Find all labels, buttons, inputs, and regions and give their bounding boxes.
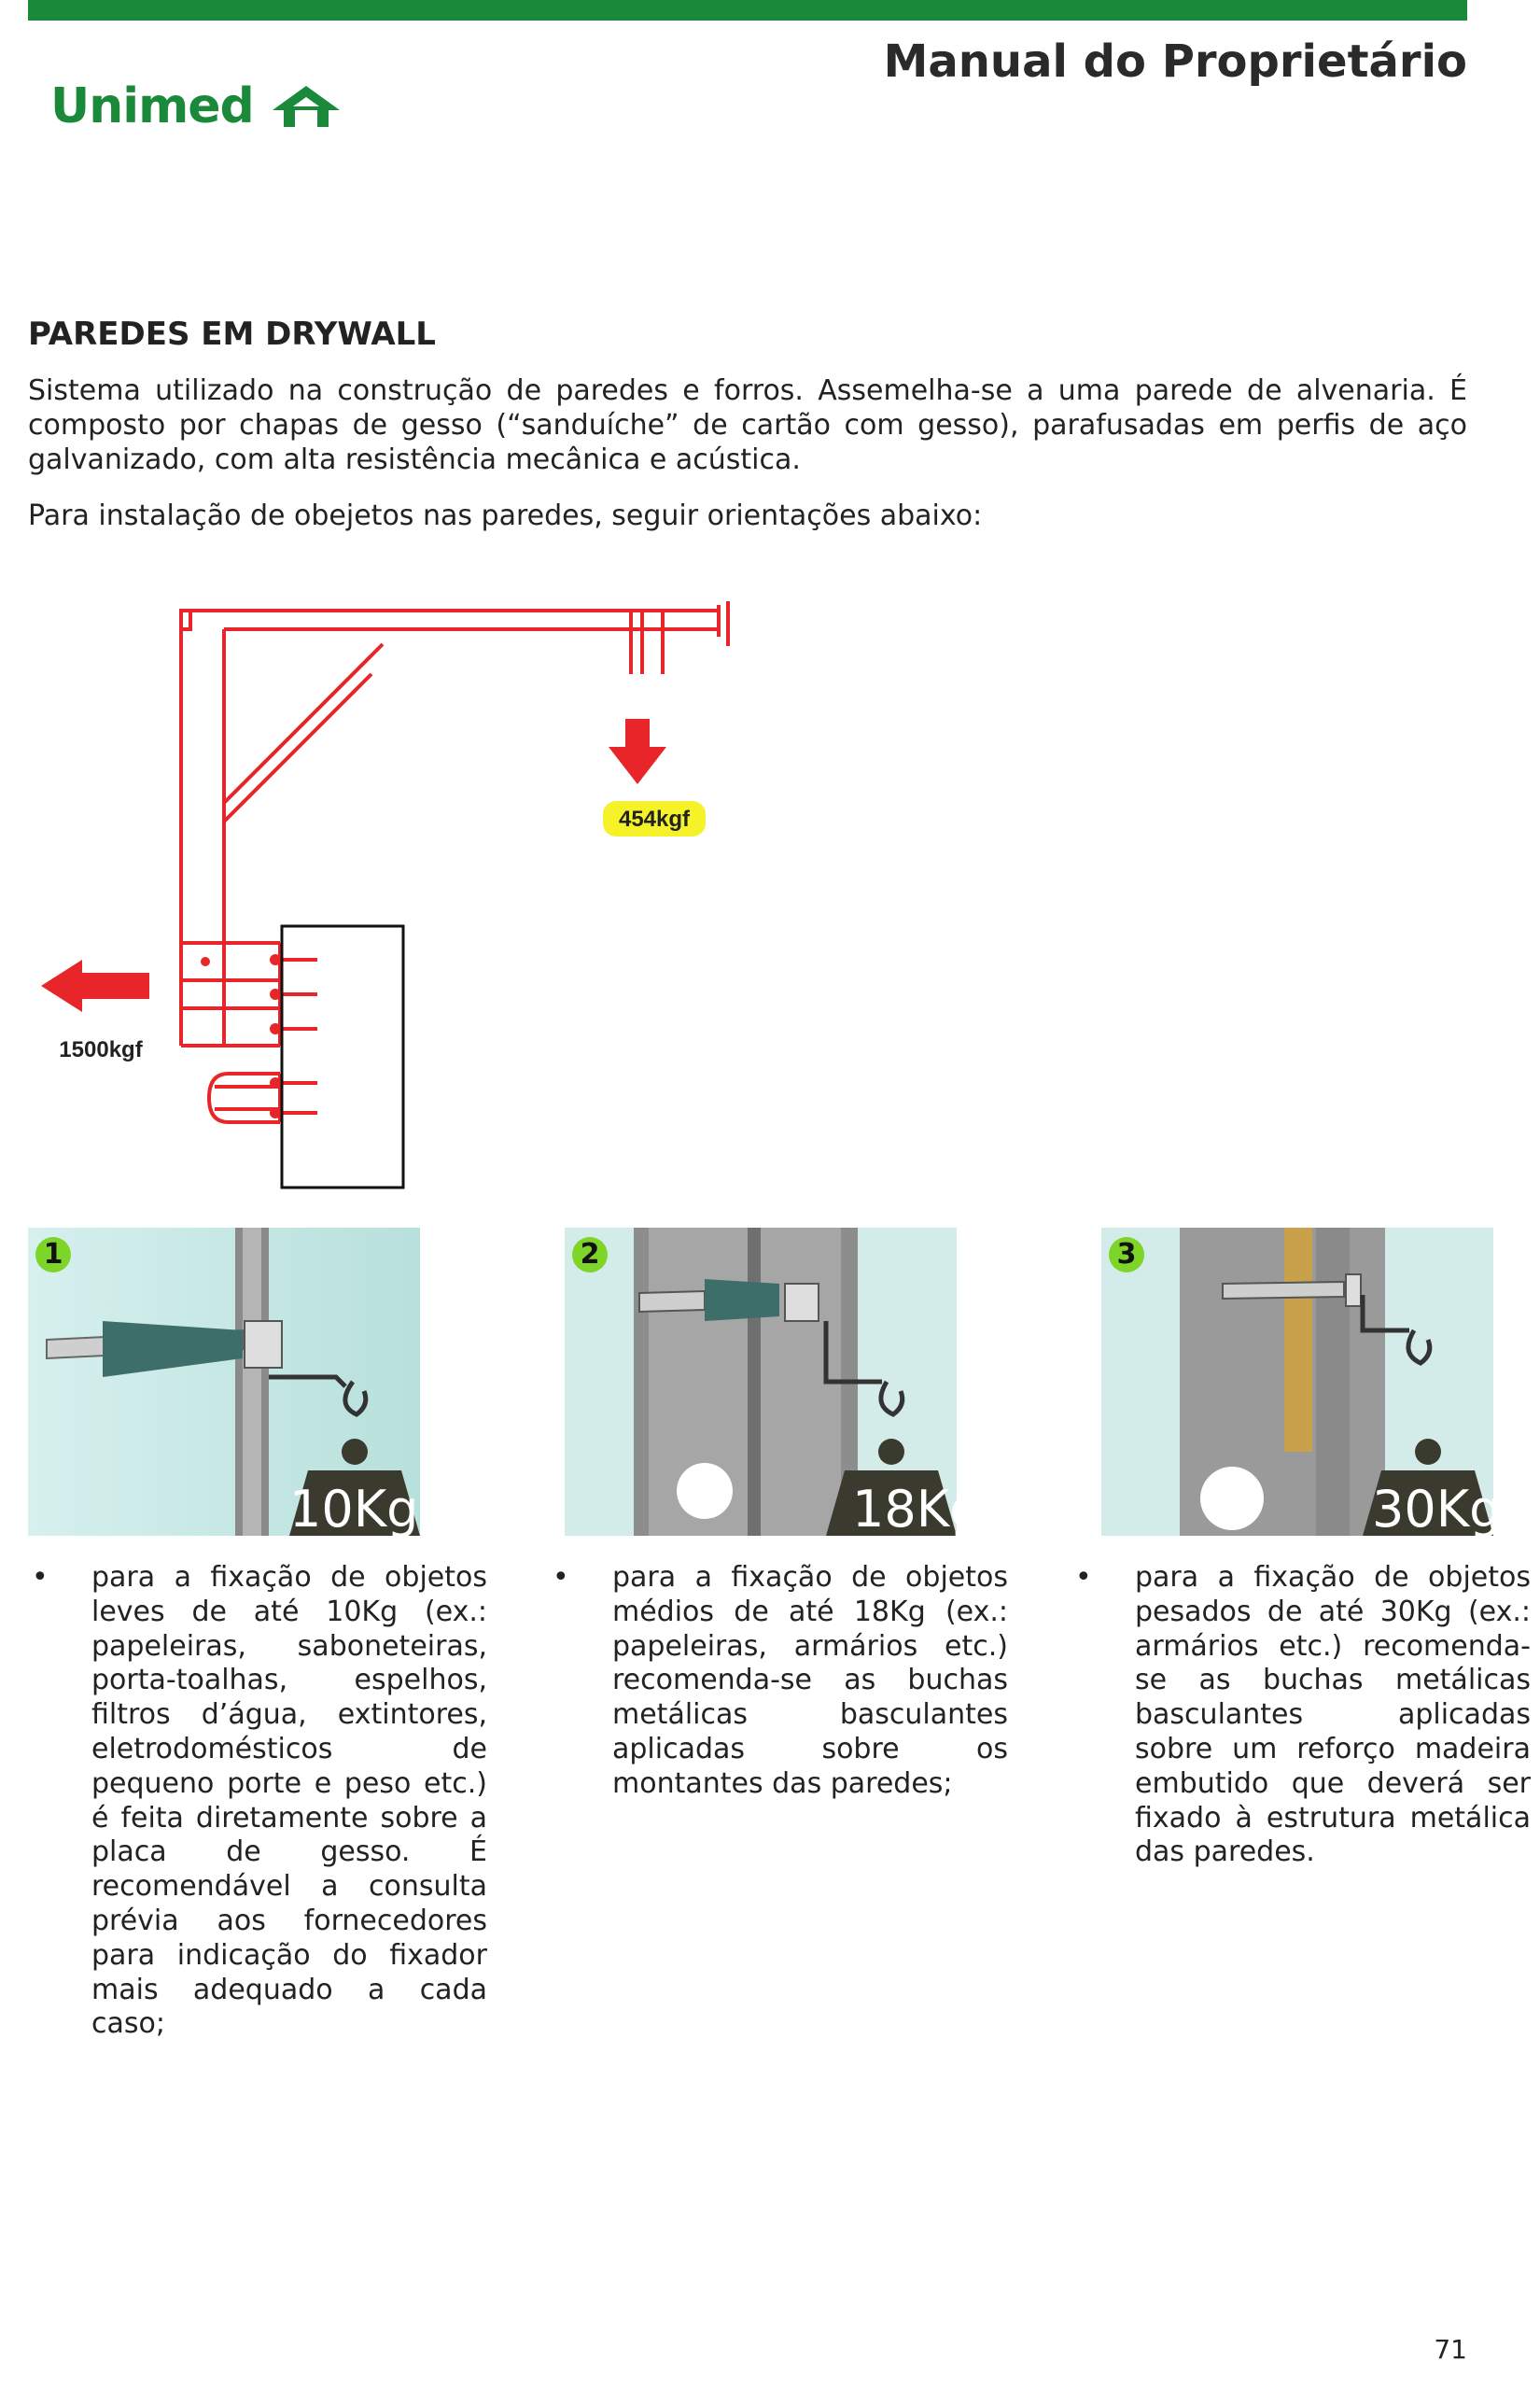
bullet-dot: • (1075, 1561, 1092, 1594)
header-green-bar (28, 0, 1467, 21)
step-2-weight: 18Kg (852, 1480, 957, 1536)
wall-panel (280, 924, 405, 1189)
left-arrow-icon (41, 960, 149, 1012)
bolt-markers (201, 954, 317, 1118)
step-2-description: • para a fixação de objetos médios de at… (553, 1561, 1008, 1802)
step-1-description: • para a fixação de objetos leves de até… (32, 1561, 487, 2042)
bracket-frame (179, 601, 730, 1124)
logo-text: Unimed (50, 78, 255, 134)
bullet-dot: • (553, 1561, 569, 1594)
bullet-dot: • (32, 1561, 49, 1594)
instruction-paragraph: Para instalação de obejetos nas paredes,… (28, 499, 983, 532)
step-1-illustration: 1 10Kg (28, 1228, 420, 1536)
step-3-illustration: 3 30Kg (1101, 1228, 1493, 1536)
step-3-weight: 30Kg (1372, 1480, 1493, 1536)
step-3-description: • para a fixação de objetos pesados de a… (1075, 1561, 1531, 1870)
step-2-badge: 2 (572, 1237, 608, 1272)
manual-title: Manual do Proprietário (883, 35, 1467, 88)
intro-paragraph: Sistema utilizado na construção de pared… (28, 374, 1467, 476)
step-3-badge: 3 (1109, 1237, 1144, 1272)
step-1-badge: 1 (35, 1237, 71, 1272)
unimed-tree-icon (272, 86, 340, 127)
step-1-weight: 10Kg (289, 1480, 419, 1536)
step-1-text: para a fixação de objetos leves de até 1… (91, 1561, 487, 2041)
load-vertical-highlight (603, 801, 706, 836)
step-2-text: para a fixação de objetos médios de até … (612, 1561, 1008, 1800)
section-title: PAREDES EM DRYWALL (28, 316, 436, 353)
down-arrow-icon (609, 719, 666, 784)
unimed-logo: Unimed (50, 78, 342, 134)
step-2-illustration: 2 18Kg (565, 1228, 957, 1536)
page-number: 71 (1434, 2334, 1467, 2365)
load-horizontal-label: 1500kgf (59, 1037, 143, 1062)
load-vertical-label: 454kgf (619, 807, 691, 832)
step-3-text: para a fixação de objetos pesados de até… (1135, 1561, 1531, 1869)
bracket-load-diagram: 454kgf 1500kgf (41, 601, 730, 1189)
